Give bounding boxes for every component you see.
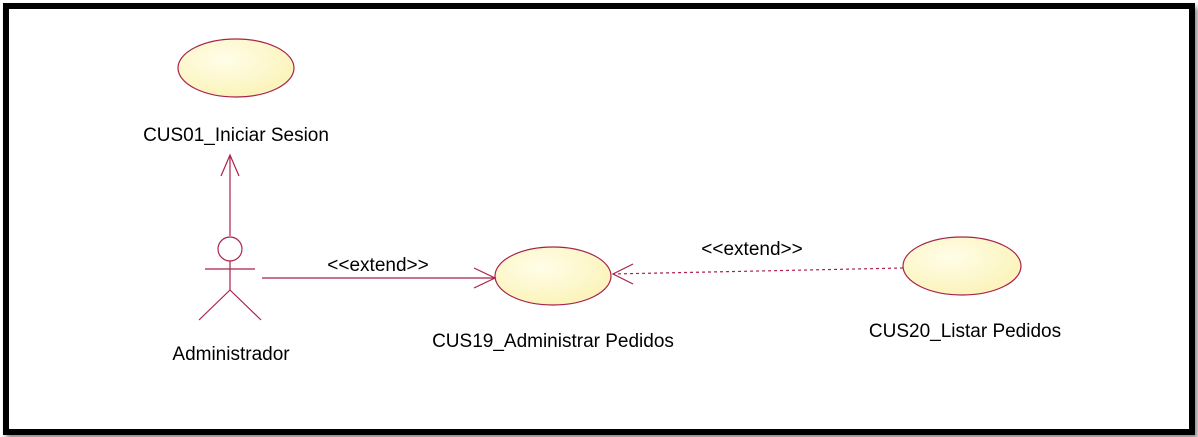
extend-cus20-cus19-arrowhead-icon	[611, 263, 634, 285]
use-case-cus19-label: CUS19_Administrar Pedidos	[432, 331, 674, 352]
actor-administrador-label: Administrador	[172, 344, 290, 365]
use-case-cus20-ellipse	[902, 236, 1022, 296]
association-actor-cus19-arrowhead-icon	[473, 267, 497, 289]
association-actor-cus19[interactable]: <<extend>>	[262, 255, 497, 289]
actor-head-icon	[217, 236, 243, 262]
actor-administrador[interactable]: Administrador	[172, 236, 290, 365]
use-case-cus01-ellipse	[177, 38, 295, 98]
extend-cus20-cus19-line	[612, 267, 904, 275]
use-case-cus20-label: CUS20_Listar Pedidos	[869, 321, 1061, 342]
use-case-cus01-label: CUS01_Iniciar Sesion	[143, 125, 329, 146]
use-case-cus19[interactable]: CUS19_Administrar Pedidos	[432, 246, 674, 352]
actor-left-leg-icon	[198, 289, 231, 321]
actor-right-leg-icon	[229, 289, 262, 321]
association-actor-cus01-arrowhead-icon	[220, 153, 240, 177]
association-actor-cus19-stereotype: <<extend>>	[327, 255, 428, 276]
use-case-cus19-ellipse	[494, 246, 612, 306]
use-case-cus20[interactable]: CUS20_Listar Pedidos	[869, 236, 1061, 342]
association-actor-cus01[interactable]	[220, 153, 240, 236]
extend-cus20-cus19-stereotype: <<extend>>	[701, 239, 802, 260]
extend-cus20-cus19[interactable]: <<extend>>	[611, 239, 904, 285]
use-case-cus01[interactable]: CUS01_Iniciar Sesion	[143, 38, 329, 146]
